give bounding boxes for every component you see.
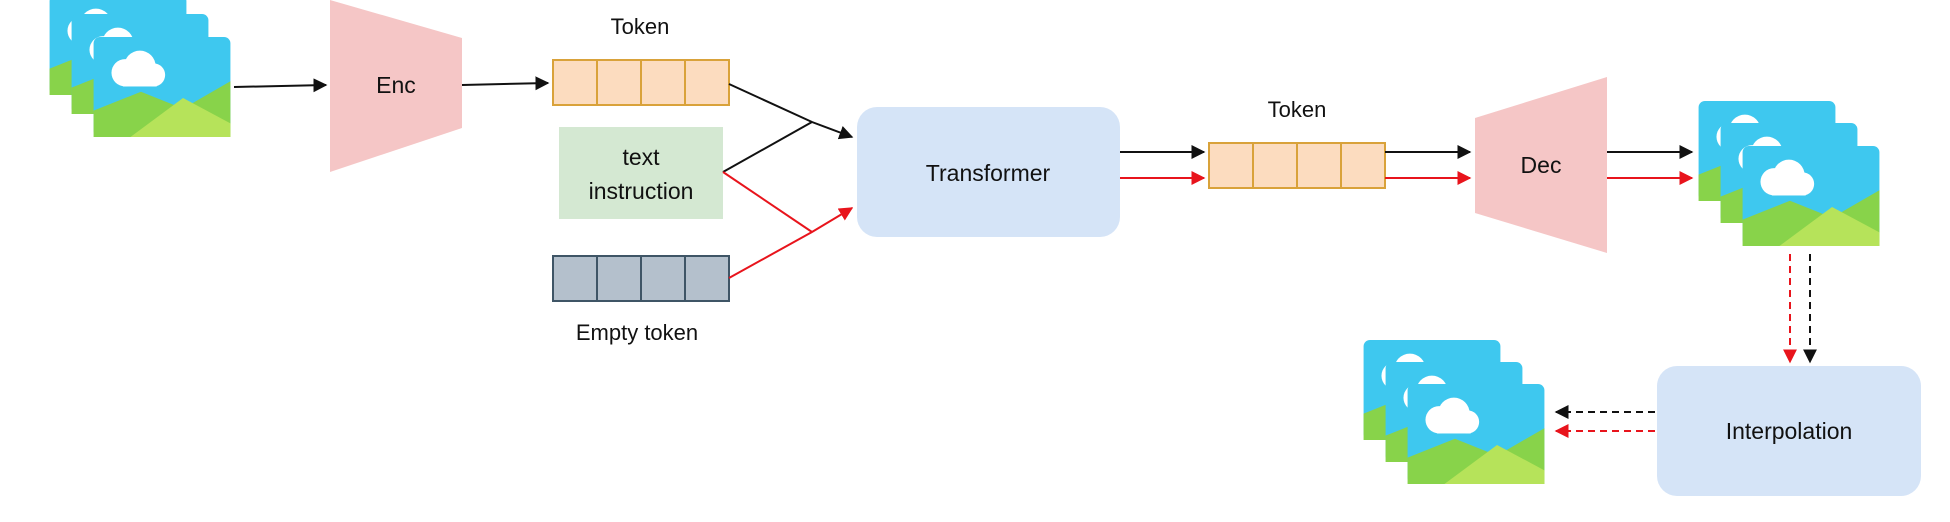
arrow-encoder-to-token (461, 76, 550, 91)
input-token-label: Token (611, 14, 670, 39)
interpolation-label: Interpolation (1726, 418, 1853, 444)
text-instruction-block: text instruction (559, 127, 723, 219)
empty-token-label: Empty token (576, 320, 698, 345)
image-stack-icon (49, 0, 231, 137)
input-token-block (552, 59, 730, 106)
arrow-text-to-merge (722, 121, 813, 173)
text-instruction-line2: instruction (589, 178, 694, 204)
encoder-label: Enc (376, 72, 416, 98)
image-stack-icon (1698, 101, 1880, 246)
decoder-block: Dec (1475, 77, 1607, 253)
encoder-block: Enc (330, 0, 462, 172)
text-instruction-line1: text (622, 144, 660, 170)
output-token-label: Token (1268, 97, 1327, 122)
arrow-text-to-red-merge (722, 171, 813, 233)
empty-token-block (552, 255, 730, 302)
interpolation-block: Interpolation (1657, 366, 1921, 496)
decoder-label: Dec (1521, 152, 1562, 178)
transformer-block: Transformer (857, 107, 1120, 237)
image-stack-icon (1363, 340, 1545, 484)
output-token-block (1208, 142, 1386, 189)
arrow-images-to-encoder (233, 78, 328, 93)
transformer-label: Transformer (926, 160, 1051, 186)
arrow-token-to-transformer (728, 83, 854, 140)
